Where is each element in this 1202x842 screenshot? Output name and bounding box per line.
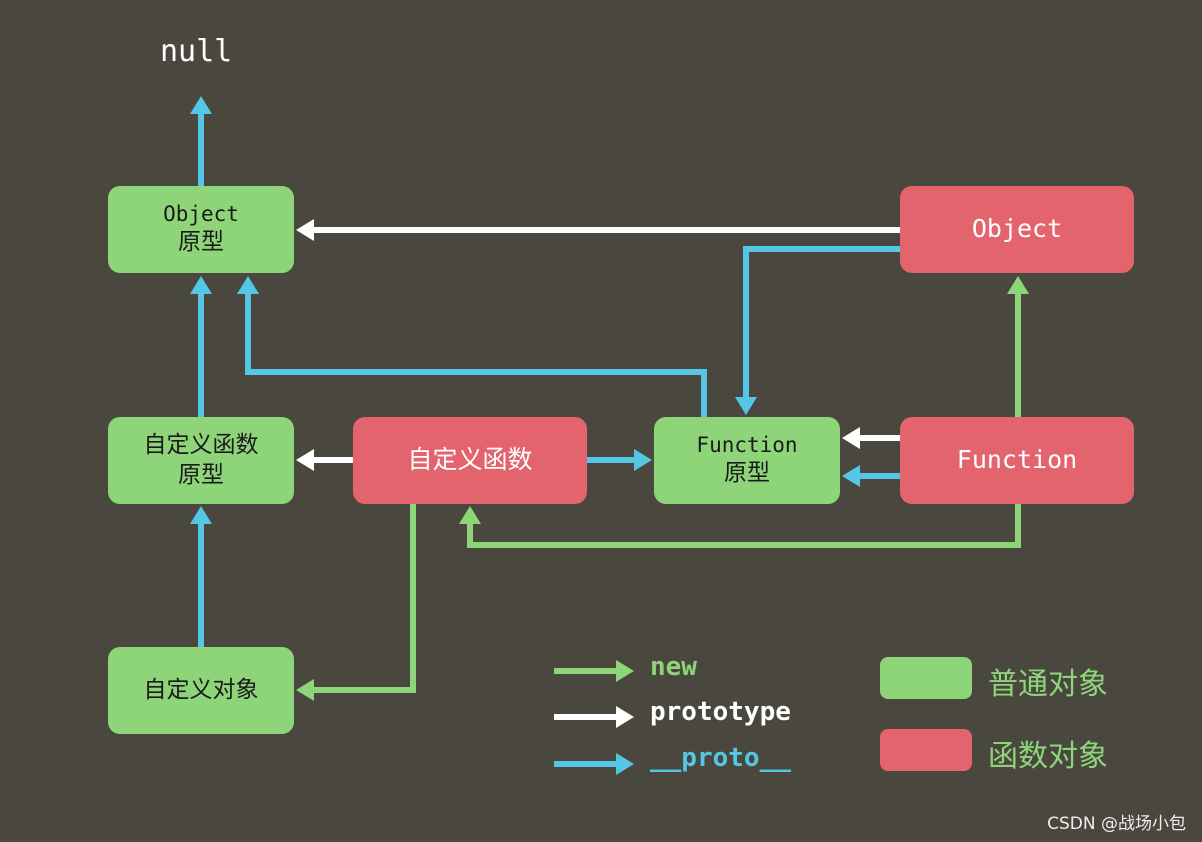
function-prototype-node: Function 原型 <box>654 417 840 504</box>
custom-function-name: 自定义函数 <box>407 445 533 475</box>
function-new-object-arrow-head <box>1007 276 1029 294</box>
legend-new-arrow <box>554 660 634 682</box>
legend-new-label: new <box>650 652 697 682</box>
object-prototype-node: Object 原型 <box>108 186 294 273</box>
custom-obj-proto-arrow-head <box>190 506 212 524</box>
legend-prototype-label: prototype <box>650 697 791 727</box>
object-ctor-proto-arrow <box>735 246 900 415</box>
function-proto-to-object-proto-arrow <box>237 276 707 417</box>
custom-func-prototype-arrow-head <box>296 449 314 471</box>
custom-func-proto-arrow <box>587 449 652 471</box>
function-prototype-name: Function <box>696 432 798 457</box>
function-constructor-name: Function <box>956 445 1078 475</box>
legend-proto-arrow <box>554 753 634 775</box>
function-proto-to-object-proto-arrow-line <box>245 292 707 417</box>
function-prototype-suffix: 原型 <box>724 460 770 487</box>
function-new-custom-func-arrow-head <box>459 506 481 524</box>
object-proto-to-null-arrow-head <box>190 96 212 114</box>
function-ctor-proto-arrow-head <box>842 465 860 487</box>
function-new-custom-func-arrow <box>459 504 1021 548</box>
object-proto-to-null-arrow <box>190 96 212 186</box>
object-ctor-proto-arrow-line <box>743 246 900 399</box>
custom-proto-to-object-proto-arrow-head <box>190 276 212 294</box>
legend-function-object-label: 函数对象 <box>988 739 1108 774</box>
legend-function-object-swatch <box>880 729 972 771</box>
custom-obj-proto-arrow <box>190 506 212 647</box>
custom-function-prototype-node: 自定义函数 原型 <box>108 417 294 504</box>
function-proto-to-object-proto-arrow-head <box>237 276 259 294</box>
function-ctor-prototype-arrow <box>842 427 900 449</box>
function-new-custom-func-arrow-line <box>467 504 1021 548</box>
object-prototype-suffix: 原型 <box>178 229 224 256</box>
object-prototype-arrow <box>296 219 900 241</box>
legend-prototype-arrow <box>554 706 634 728</box>
custom-func-prototype-arrow <box>296 449 353 471</box>
watermark: CSDN @战场小包 <box>1047 814 1186 834</box>
object-prototype-name: Object <box>163 201 239 226</box>
object-constructor-name: Object <box>971 214 1063 244</box>
legend-new-arrow-head <box>616 660 634 682</box>
null-label: null <box>160 34 233 69</box>
custom-function-node: 自定义函数 <box>353 417 587 504</box>
function-new-object-arrow <box>1007 276 1029 417</box>
legend-proto-label: __proto__ <box>650 743 791 773</box>
custom-object-node: 自定义对象 <box>108 647 294 734</box>
legend-proto-arrow-head <box>616 753 634 775</box>
legend-normal-object-label: 普通对象 <box>988 667 1108 702</box>
custom-func-proto-arrow-head <box>634 449 652 471</box>
custom-function-prototype-name: 自定义函数 <box>143 431 259 458</box>
function-ctor-prototype-arrow-head <box>842 427 860 449</box>
legend-normal-object-swatch <box>880 657 972 699</box>
object-constructor-node: Object <box>900 186 1134 273</box>
custom-object-name: 自定义对象 <box>143 676 259 703</box>
legend-prototype-arrow-head <box>616 706 634 728</box>
object-ctor-proto-arrow-head <box>735 397 757 415</box>
function-constructor-node: Function <box>900 417 1134 504</box>
custom-func-new-object-arrow-line <box>312 504 416 693</box>
custom-func-new-object-arrow-head <box>296 679 314 701</box>
custom-function-prototype-suffix: 原型 <box>178 461 224 488</box>
object-prototype-arrow-head <box>296 219 314 241</box>
custom-func-new-object-arrow <box>296 504 416 701</box>
function-ctor-proto-arrow <box>842 465 900 487</box>
custom-proto-to-object-proto-arrow <box>190 276 212 417</box>
